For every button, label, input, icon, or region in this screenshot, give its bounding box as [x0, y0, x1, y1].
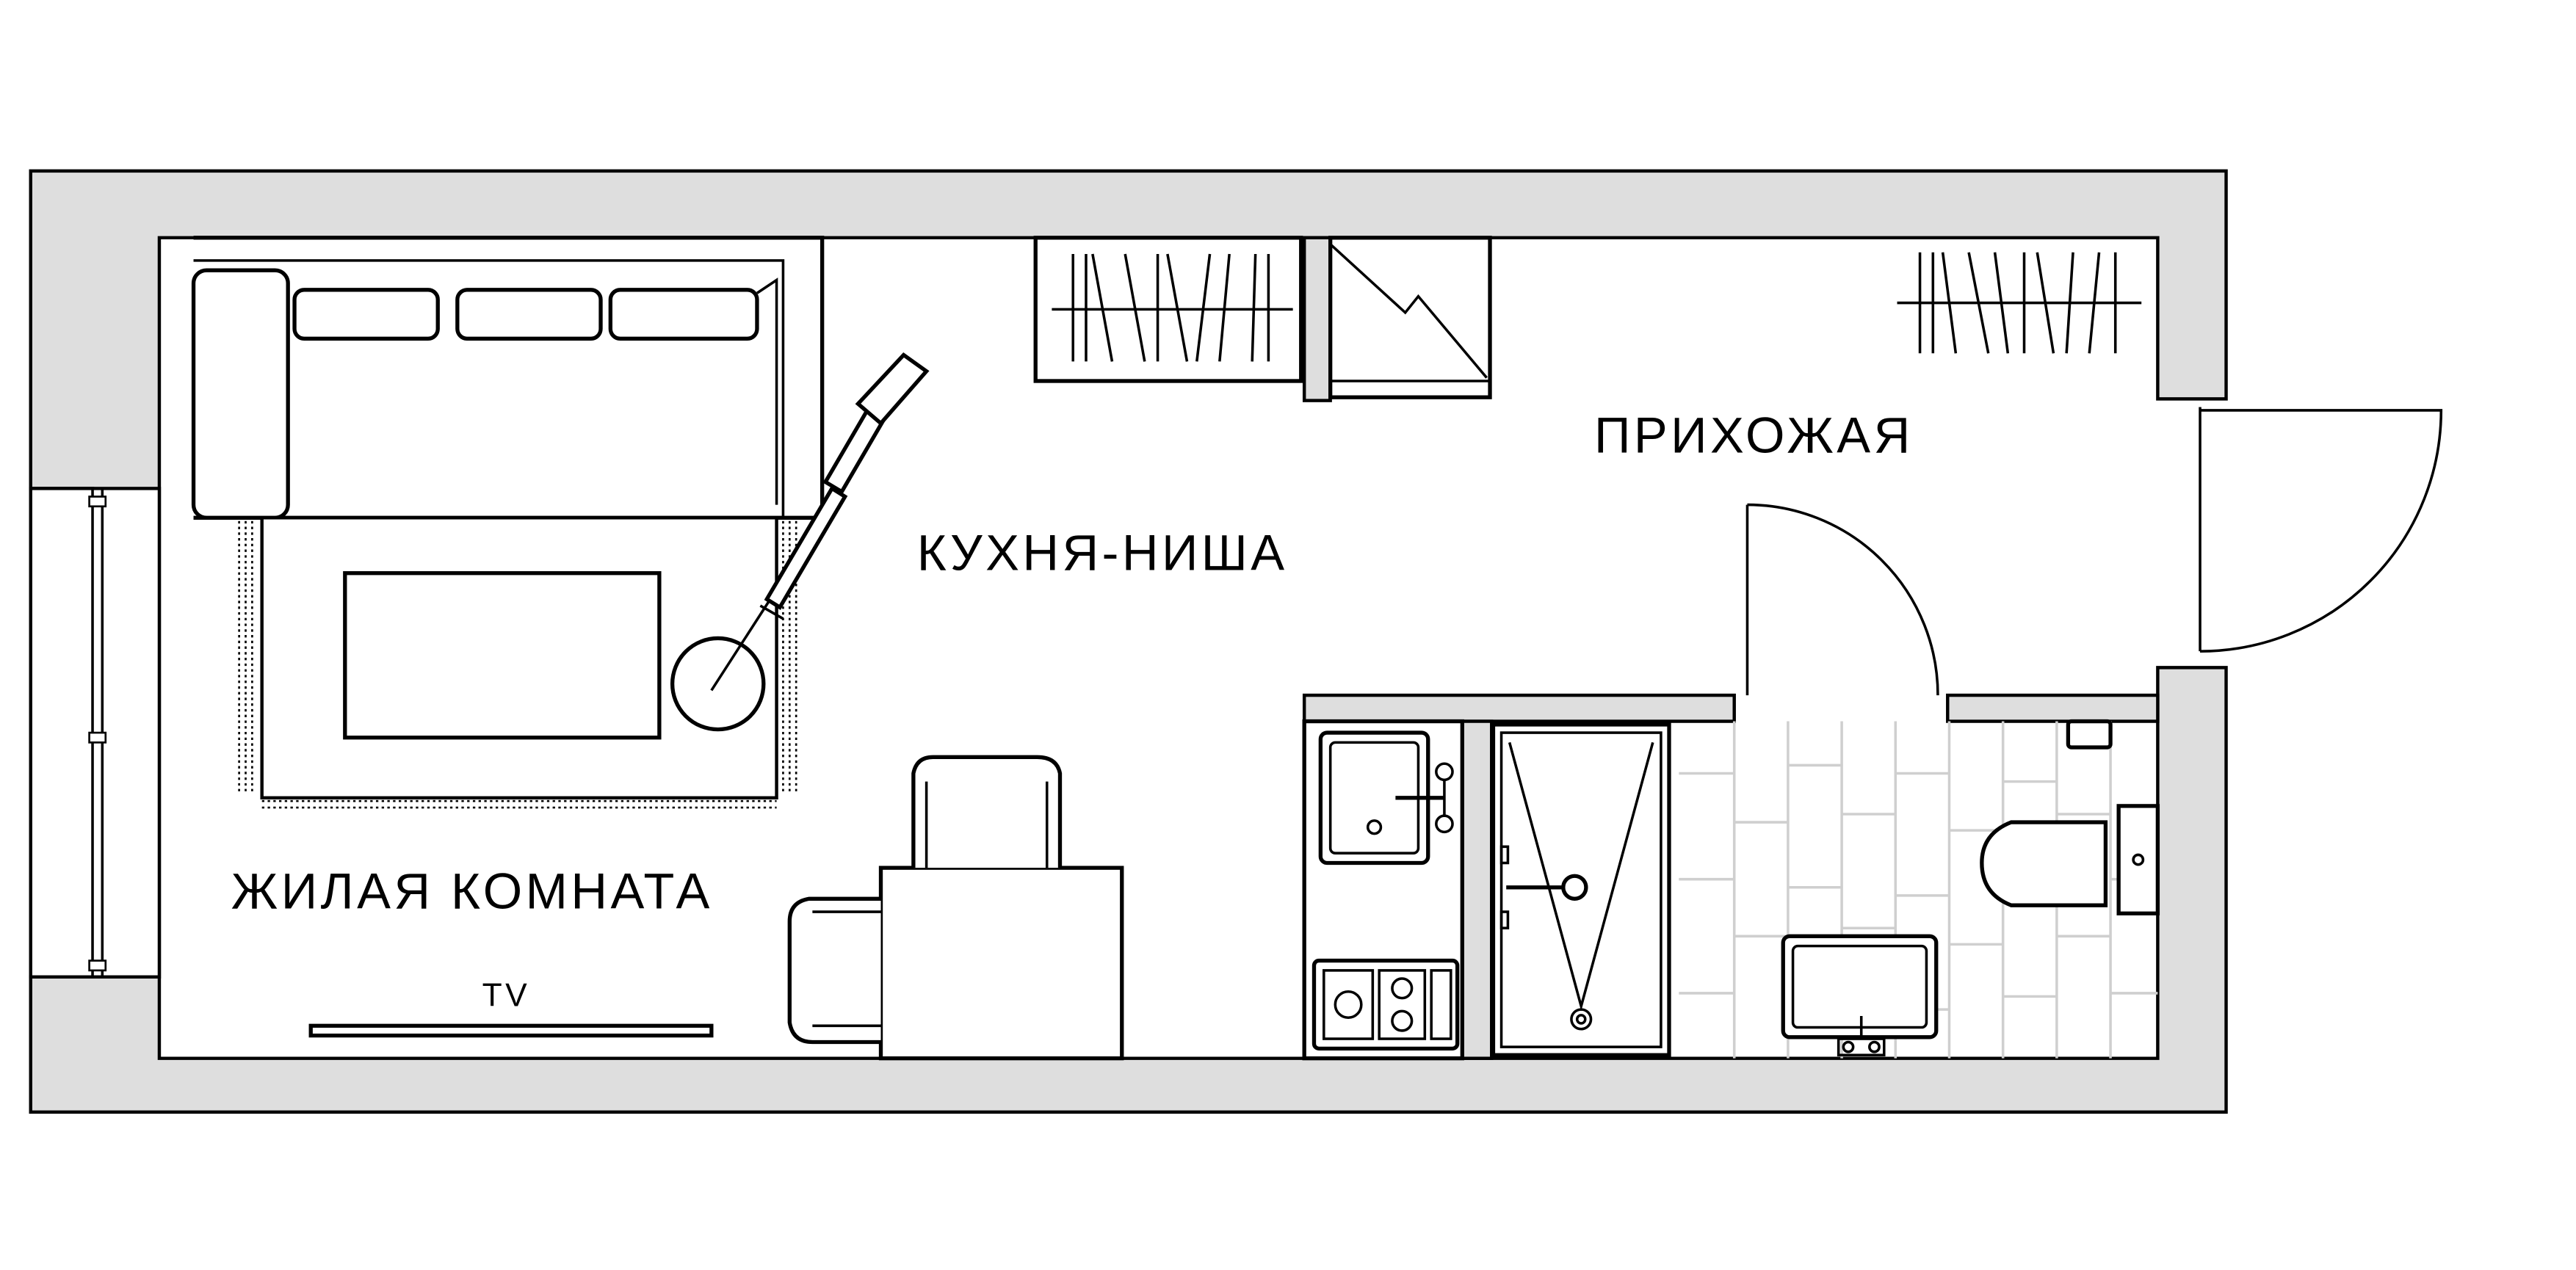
dining-table: [878, 866, 1124, 1061]
floor-lamp: [670, 352, 930, 732]
chair-left: [787, 896, 881, 1045]
entry-door: [2199, 407, 2443, 653]
fridge: [1328, 236, 1492, 399]
kitchen-stove: [1311, 958, 1460, 1051]
tv: [308, 1023, 714, 1038]
bathroom-sink: [1781, 934, 1939, 1057]
tv-label: TV: [482, 978, 531, 1014]
kitchen-sink: [1318, 730, 1454, 866]
wardrobe-hallway: [1897, 252, 2142, 354]
toilet: [1980, 719, 2160, 915]
shower: [1491, 722, 1671, 1057]
room-label-hallway: ПРИХОЖАЯ: [1594, 407, 1914, 464]
room-label-living: ЖИЛАЯ КОМНАТА: [231, 863, 713, 920]
room-label-kitchen: КУХНЯ-НИША: [917, 524, 1288, 581]
wardrobe-kitchen: [1033, 236, 1303, 383]
walls: [29, 169, 2228, 1114]
bathroom-door: [1745, 503, 1939, 696]
chair-top: [911, 755, 1063, 868]
sofa: [191, 236, 825, 520]
